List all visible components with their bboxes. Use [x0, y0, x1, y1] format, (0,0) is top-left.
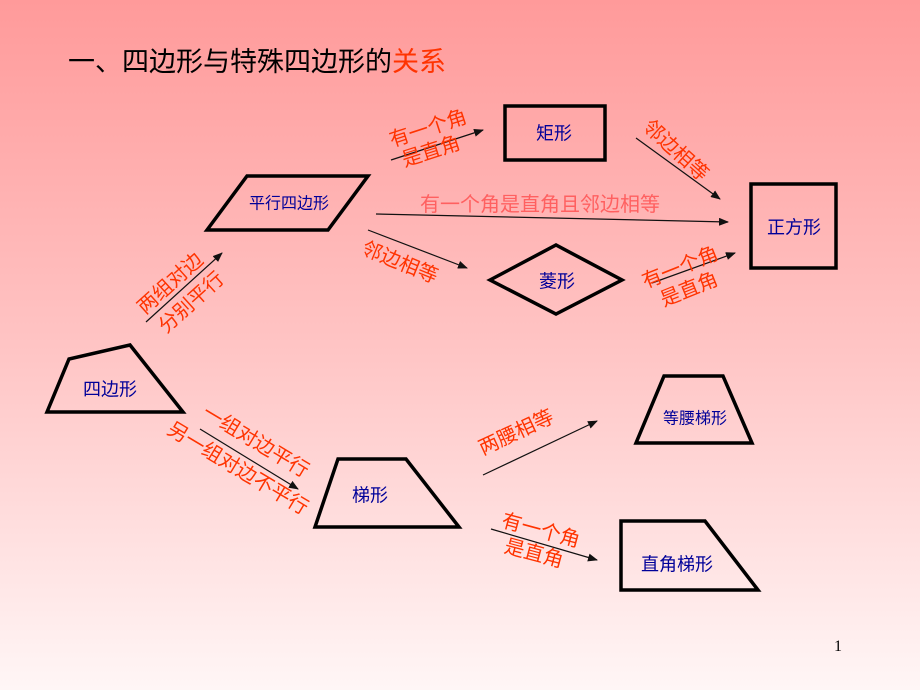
- edge-quad-to-parallelogram: 两组对边 分别平行: [132, 247, 229, 337]
- page-title: 一、四边形与特殊四边形的关系: [68, 47, 446, 78]
- title-highlight: 关系: [392, 47, 446, 78]
- node-label: 正方形: [767, 218, 821, 239]
- edge-trapezoid-to-right: 有一个角 是直角: [490, 508, 598, 572]
- node-rhombus: 菱形: [486, 243, 626, 316]
- title-main: 一、四边形与特殊四边形的: [68, 47, 392, 78]
- edge-parallelogram-to-rectangle: 有一个角 是直角: [386, 104, 484, 172]
- edge-label: 邻边相等: [358, 236, 441, 288]
- edge-label: 邻边相等: [638, 114, 714, 185]
- node-right-trapezoid: 直角梯形: [619, 519, 762, 592]
- edge-label: 两腰相等: [475, 404, 558, 460]
- node-label: 直角梯形: [641, 555, 713, 576]
- node-rectangle: 矩形: [503, 104, 607, 162]
- edge-trapezoid-to-isosceles: 两腰相等: [475, 404, 598, 476]
- edge-quad-to-trapezoid: 一组对边平行 另一组对边不平行: [163, 400, 313, 520]
- node-square: 正方形: [749, 182, 838, 270]
- node-label: 平行四边形: [249, 194, 329, 213]
- edge-rectangle-to-square: 邻边相等: [635, 114, 721, 200]
- edge-label: 有一个角是直角且邻边相等: [420, 192, 660, 216]
- node-trapezoid: 梯形: [312, 457, 463, 529]
- edge-parallelogram-to-rhombus: 邻边相等: [358, 229, 468, 288]
- edge-parallelogram-to-square: 有一个角是直角且邻边相等: [375, 192, 729, 226]
- node-label: 矩形: [536, 124, 572, 145]
- edge-rhombus-to-square: 有一个角 是直角: [638, 241, 736, 311]
- node-label: 四边形: [83, 380, 137, 401]
- node-parallelogram: 平行四边形: [203, 174, 372, 232]
- node-label: 等腰梯形: [663, 409, 727, 428]
- page-number: 1: [834, 638, 842, 655]
- node-label: 菱形: [539, 272, 575, 293]
- node-quadrilateral: 四边形: [44, 343, 187, 414]
- node-isosceles-trapezoid: 等腰梯形: [633, 374, 755, 445]
- node-label: 梯形: [352, 486, 388, 507]
